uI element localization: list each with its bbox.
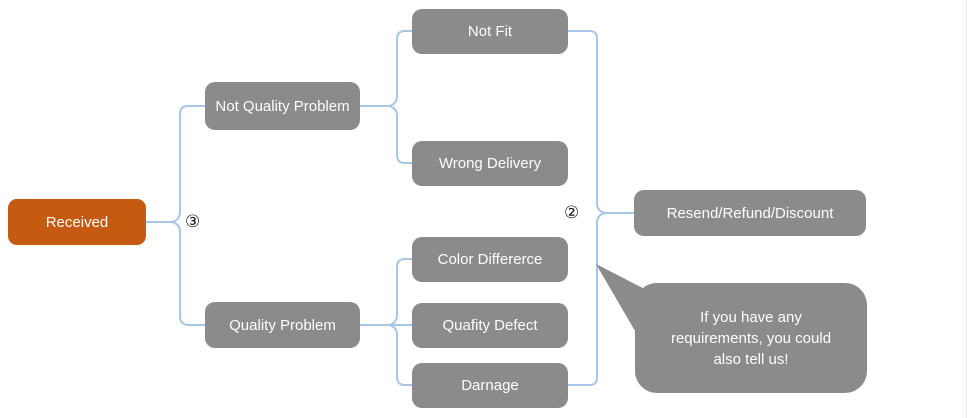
node-not-fit: Not Fit (412, 9, 568, 54)
node-received-label: Received (45, 213, 109, 231)
connector-nqp-brace (388, 30, 413, 164)
split-marker-3: ③ (185, 212, 201, 231)
node-wrong-delivery: Wrong Delivery (412, 141, 568, 186)
node-color-differerce: Color Differerce (412, 237, 568, 282)
node-darnage-label: Darnage (461, 377, 519, 394)
node-resend-refund-discount-label: Resend/Refund/Discount (666, 204, 834, 222)
node-quality-problem-label: Quality Problem (229, 316, 336, 334)
page-edge-rule (966, 0, 967, 418)
node-not-quality-problem-label: Not Quality Problem (215, 97, 350, 115)
node-darnage: Darnage (412, 363, 568, 408)
node-quality-problem: Quality Problem (205, 302, 360, 348)
merge-marker-2: ② (564, 203, 580, 222)
node-color-differerce-label: Color Differerce (437, 251, 543, 268)
node-not-fit-label: Not Fit (467, 23, 513, 40)
callout-text: If you have any requirements, you could … (670, 308, 832, 368)
connector-qp-brace (388, 258, 413, 386)
node-received: Received (8, 199, 146, 245)
node-wrong-delivery-label: Wrong Delivery (438, 155, 542, 172)
node-not-quality-problem: Not Quality Problem (205, 82, 360, 130)
callout-bubble: If you have any requirements, you could … (635, 283, 867, 393)
node-quafity-defect-label: Quafity Defect (442, 317, 538, 334)
node-quafity-defect: Quafity Defect (412, 303, 568, 348)
connector-received-brace (171, 105, 206, 326)
node-resend-refund-discount: Resend/Refund/Discount (634, 190, 866, 236)
